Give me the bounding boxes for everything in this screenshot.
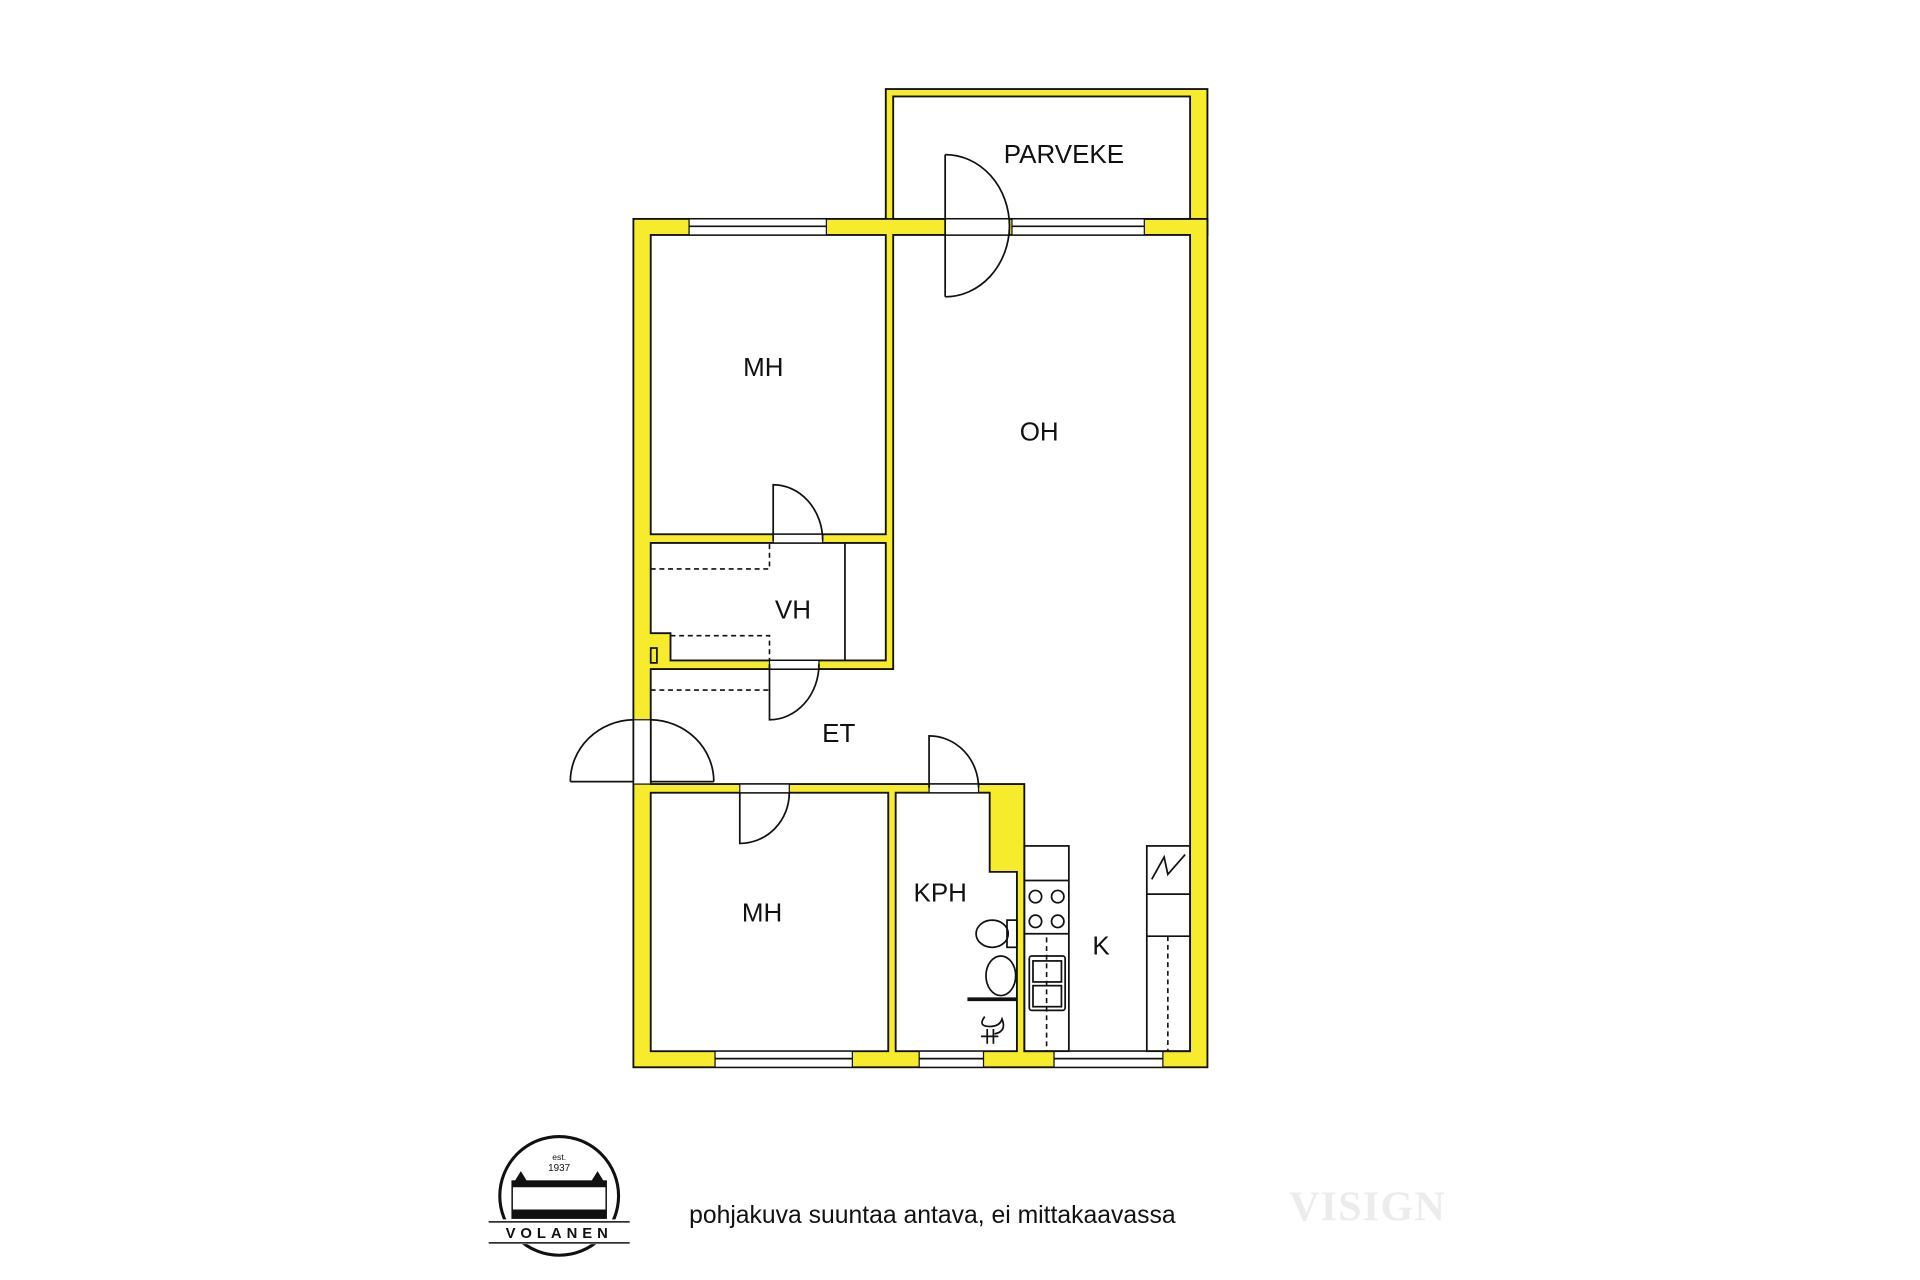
disclaimer-note: pohjakuva suuntaa antava, ei mittakaavas… <box>689 1202 1176 1229</box>
room-label-kitchen: K <box>1092 931 1110 961</box>
room-label-bedroom-2: MH <box>742 897 782 927</box>
bedroom-2-floor <box>649 791 890 1053</box>
wardrobe-floor <box>649 541 887 662</box>
watermark: VISIGN <box>1289 1185 1446 1231</box>
doors <box>569 153 1011 845</box>
room-label-hall: ET <box>822 718 855 748</box>
room-label-balcony: PARVEKE <box>1004 139 1124 169</box>
svg-text:est.: est. <box>552 1152 566 1162</box>
balcony-floor <box>892 95 1192 220</box>
volanen-logo: est. 1937 VOLANEN <box>488 1134 630 1257</box>
bathroom-floor <box>894 791 1018 1053</box>
svg-text:1937: 1937 <box>548 1163 570 1174</box>
room-label-wardrobe: VH <box>775 594 811 624</box>
room-label-living-room: OH <box>1020 416 1059 446</box>
bathroom-fixtures <box>967 919 1018 1044</box>
rooms <box>649 95 1192 1053</box>
washbasin-icon <box>985 955 1017 997</box>
bedroom-1-floor <box>649 234 887 536</box>
stove-icon <box>1028 889 1065 929</box>
room-label-bathroom: KPH <box>913 878 966 908</box>
electric-panel-icon <box>1150 853 1186 880</box>
room-label-bedroom-1: MH <box>743 352 783 382</box>
shower-icon <box>981 1016 1005 1044</box>
wardrobe-shelves <box>650 542 771 691</box>
svg-text:VOLANEN: VOLANEN <box>506 1226 613 1242</box>
windows <box>688 218 1164 1068</box>
toilet-icon <box>975 919 1010 949</box>
kitchen-fixtures <box>1023 845 1191 1053</box>
